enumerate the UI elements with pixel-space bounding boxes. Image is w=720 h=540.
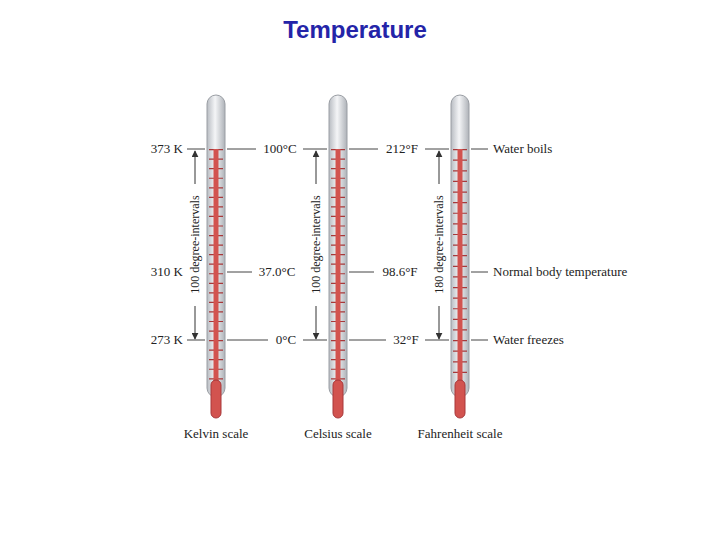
scale-value: 100°C [263,142,296,156]
reference-note: Water boils [493,142,552,156]
scale-value: 273 K [151,333,183,347]
scale-value: 310 K [151,265,183,279]
reference-lines [187,149,488,340]
page-title: Temperature [283,16,427,44]
scale-name: Fahrenheit scale [418,427,503,441]
celsius-thermometer [329,95,347,418]
reference-note: Water freezes [493,333,564,347]
kelvin-thermometer [207,95,225,418]
scale-value: 37.0°C [259,265,296,279]
interval-arrows [195,151,439,339]
scale-value: 98.6°F [382,265,417,279]
scale-value: 0°C [276,333,296,347]
interval-label: 180 degree-intervals [432,194,445,296]
scale-name: Kelvin scale [184,427,249,441]
reference-note: Normal body temperature [493,265,627,279]
scale-value: 373 K [151,142,183,156]
interval-label: 100 degree-intervals [188,194,201,296]
scale-name: Celsius scale [304,427,372,441]
interval-label: 100 degree-intervals [309,194,322,296]
scale-value: 212°F [386,142,418,156]
scale-value: 32°F [393,333,418,347]
fahrenheit-thermometer [451,95,469,418]
